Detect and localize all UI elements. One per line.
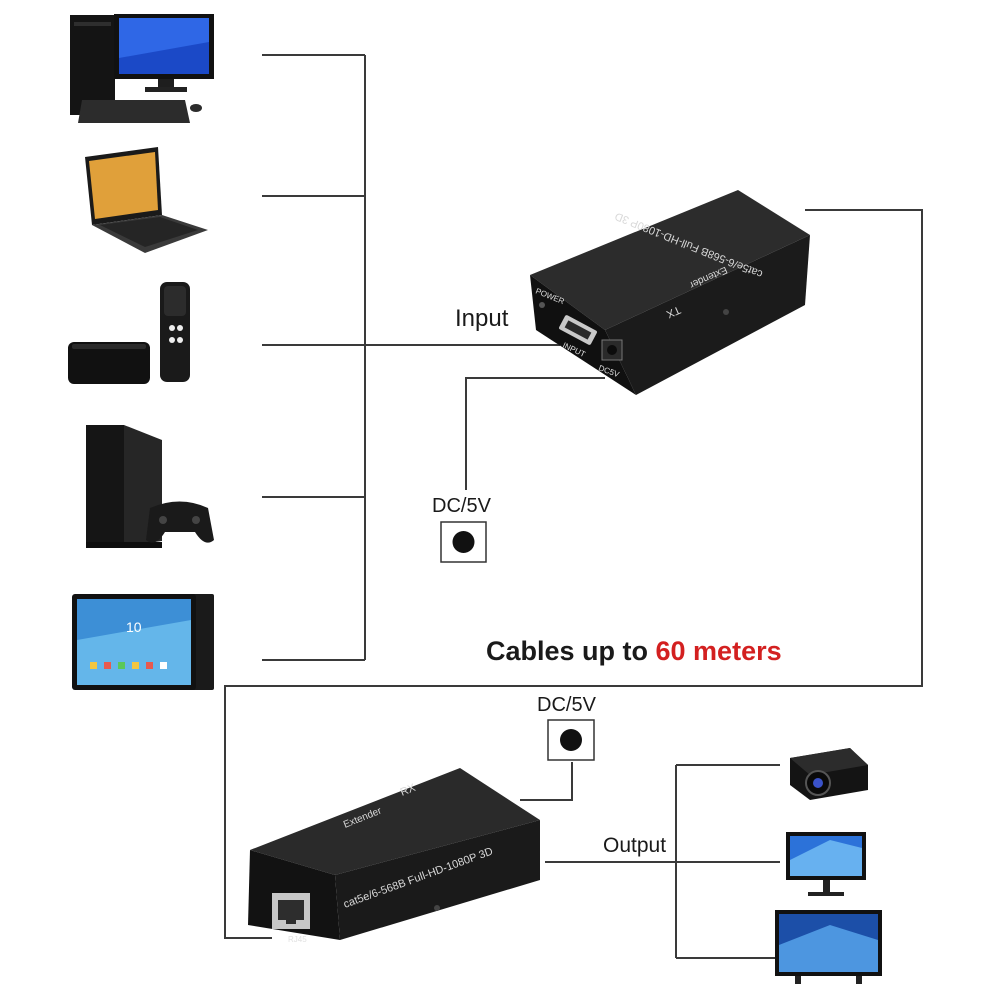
laptop-icon <box>85 147 208 253</box>
streaming-box-icon <box>68 282 190 384</box>
rx-port-text: RJ45 <box>288 935 307 944</box>
headline-highlight: 60 meters <box>655 636 782 666</box>
tx-hdmi-port <box>559 315 597 345</box>
rx-power-cable <box>520 762 573 801</box>
monitor-icon <box>786 832 866 896</box>
dc-power-box-tx <box>440 521 487 563</box>
headline: Cables up to 60 meters <box>486 636 782 667</box>
game-console-icon <box>86 425 214 548</box>
transmitter-unit: cat5e/6-568B Full-HD-1080P 3D Extender T… <box>530 190 810 395</box>
input-label: Input <box>455 305 509 332</box>
receiver-unit: Extender RX cat5e/6-568B Full-HD-1080P 3… <box>248 768 540 944</box>
connection-lines <box>224 54 923 959</box>
output-label: Output <box>603 834 667 857</box>
tx-dc-port <box>601 339 623 361</box>
tx-role-text: TX <box>664 303 682 320</box>
dc-label-rx: DC/5V <box>537 694 596 716</box>
desktop-pc-icon <box>70 14 214 123</box>
long-haul-cable <box>224 209 923 939</box>
headline-prefix: Cables up to <box>486 636 656 666</box>
projector-icon <box>790 748 868 800</box>
tv-icon <box>775 910 882 984</box>
dc-power-box-rx <box>547 719 595 761</box>
rx-rj45-port <box>272 893 310 929</box>
tx-power-led <box>539 302 545 308</box>
svg-text:10: 10 <box>126 619 142 635</box>
tx-power-cable <box>465 377 605 490</box>
dc-label-tx: DC/5V <box>432 495 491 517</box>
tablet-icon: 10 <box>72 594 214 690</box>
rx-role-text: RX <box>399 782 418 799</box>
